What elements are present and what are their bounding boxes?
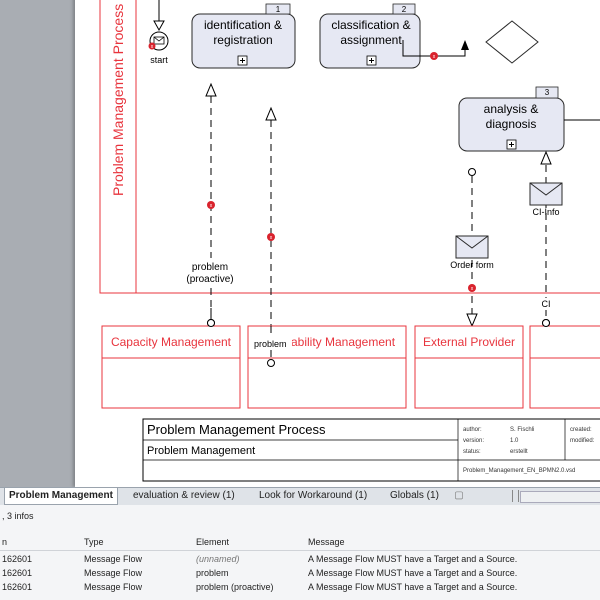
error-marker-icon: [430, 52, 438, 60]
svg-text:x: x: [210, 203, 213, 209]
open-arrow-icon: [466, 313, 478, 328]
pool-capacity-management[interactable]: Capacity Management: [101, 325, 241, 409]
column-header-message[interactable]: Message: [308, 537, 345, 547]
tab-evaluation-review[interactable]: evaluation & review (1): [133, 490, 235, 501]
tab-globals[interactable]: Globals (1): [390, 490, 439, 501]
task-number: 2: [402, 5, 407, 14]
error-marker-icon: [267, 233, 275, 241]
error-marker-icon: [207, 201, 215, 209]
file-name: Problem_Management_EN_BPMN2.0.vsd: [463, 468, 575, 474]
message-label: Order form: [450, 260, 494, 270]
message-label: (proactive): [186, 274, 233, 285]
author-value: S. Fischli: [510, 427, 534, 433]
pool-frame: [99, 0, 600, 294]
start-arrow-icon: [153, 20, 165, 32]
title-block-title: Problem Management Process: [147, 422, 326, 437]
task-identification-registration[interactable]: 1 identification & registration: [191, 3, 296, 69]
issue-type: Message Flow: [84, 554, 143, 564]
open-arrow-icon: [205, 82, 217, 97]
tab-problem-management[interactable]: Problem Management: [4, 488, 118, 505]
pool-external-provider[interactable]: External Provider: [414, 325, 524, 409]
task-classification-assignment[interactable]: 2 classification & assignment: [319, 3, 421, 69]
error-marker-icon: [468, 284, 476, 292]
pool-label: External Provider: [423, 335, 515, 349]
version-label: version:: [463, 438, 484, 444]
task-analysis-diagnosis[interactable]: 3 analysis & diagnosis: [458, 86, 565, 152]
pool-label: Capacity Management: [111, 335, 232, 349]
insert-page-icon[interactable]: ▢: [454, 490, 464, 501]
envelope-icon: [455, 235, 489, 259]
column-header-type[interactable]: Type: [84, 537, 104, 547]
svg-text:x: x: [151, 44, 154, 50]
issue-element: problem (proactive): [196, 582, 274, 592]
task-label-line: registration: [213, 33, 272, 47]
open-arrow-icon: [540, 150, 552, 165]
pool-label: ability Management: [291, 335, 396, 349]
task-number: 1: [276, 5, 281, 14]
pool-label: Problem Management Process: [110, 4, 126, 196]
table-row[interactable]: 162601 Message Flow problem A Message Fl…: [0, 566, 600, 580]
task-number: 3: [545, 88, 550, 97]
issue-type: Message Flow: [84, 582, 143, 592]
table-row[interactable]: 162601 Message Flow (unnamed) A Message …: [0, 552, 600, 566]
error-marker-icon: [148, 42, 156, 50]
version-value: 1.0: [510, 438, 519, 444]
message-label: CI: [542, 299, 551, 309]
issues-summary: , 3 infos: [2, 511, 34, 521]
task-label-line: identification &: [204, 18, 282, 32]
issue-message: A Message Flow MUST have a Target and a …: [308, 568, 518, 578]
gateway[interactable]: [485, 20, 539, 64]
title-block: Problem Management Process Problem Manag…: [142, 418, 600, 482]
title-block-subtitle: Problem Management: [147, 445, 255, 457]
issues-table-header: n Type Element Message: [0, 535, 600, 551]
author-label: author:: [463, 427, 482, 433]
issue-id: 162601: [2, 568, 33, 578]
table-row[interactable]: 162601 Message Flow problem (proactive) …: [0, 580, 600, 594]
envelope-icon: [529, 182, 563, 206]
issue-id: 162601: [2, 554, 33, 564]
splitter-handle[interactable]: [512, 490, 519, 502]
pool-unnamed[interactable]: [529, 325, 600, 409]
start-event[interactable]: x: [148, 31, 169, 51]
validation-issues-panel: , 3 infos n Type Element Message 162601 …: [0, 505, 600, 600]
issue-element: (unnamed): [196, 554, 240, 564]
open-arrow-icon: [265, 106, 277, 121]
status-label: status:: [463, 449, 481, 455]
modified-label: modified:: [570, 438, 595, 444]
horizontal-scrollbar[interactable]: [520, 491, 600, 503]
flow-origin-circle: [468, 168, 476, 176]
issue-message: A Message Flow MUST have a Target and a …: [308, 582, 518, 592]
task-label-line: analysis &: [484, 102, 539, 116]
page-tab-bar: Problem Management evaluation & review (…: [0, 487, 600, 506]
message-label: problem: [254, 339, 287, 349]
status-value: erstellt: [510, 449, 528, 455]
bpmn-diagram: Problem Management Process x start 1 ide…: [99, 0, 600, 482]
start-event-label: start: [150, 55, 168, 65]
svg-text:x: x: [270, 235, 273, 241]
svg-text:x: x: [471, 286, 474, 292]
arrow-head-icon: [461, 40, 469, 50]
created-label: created:: [570, 427, 592, 433]
tab-look-for-workaround[interactable]: Look for Workaround (1): [259, 490, 368, 501]
issue-element: problem: [196, 568, 229, 578]
issue-message: A Message Flow MUST have a Target and a …: [308, 554, 518, 564]
task-label-line: diagnosis: [486, 117, 537, 131]
message-label: CI-Info: [532, 207, 559, 217]
svg-text:x: x: [433, 54, 436, 60]
issue-type: Message Flow: [84, 568, 143, 578]
message-label: problem: [192, 262, 228, 273]
task-label-line: classification &: [331, 18, 410, 32]
task-label-line: assignment: [340, 33, 402, 47]
column-header-id[interactable]: n: [2, 537, 8, 547]
diagram-canvas[interactable]: Problem Management Process x start 1 ide…: [0, 0, 600, 487]
issue-id: 162601: [2, 582, 33, 592]
column-header-element[interactable]: Element: [196, 537, 230, 547]
